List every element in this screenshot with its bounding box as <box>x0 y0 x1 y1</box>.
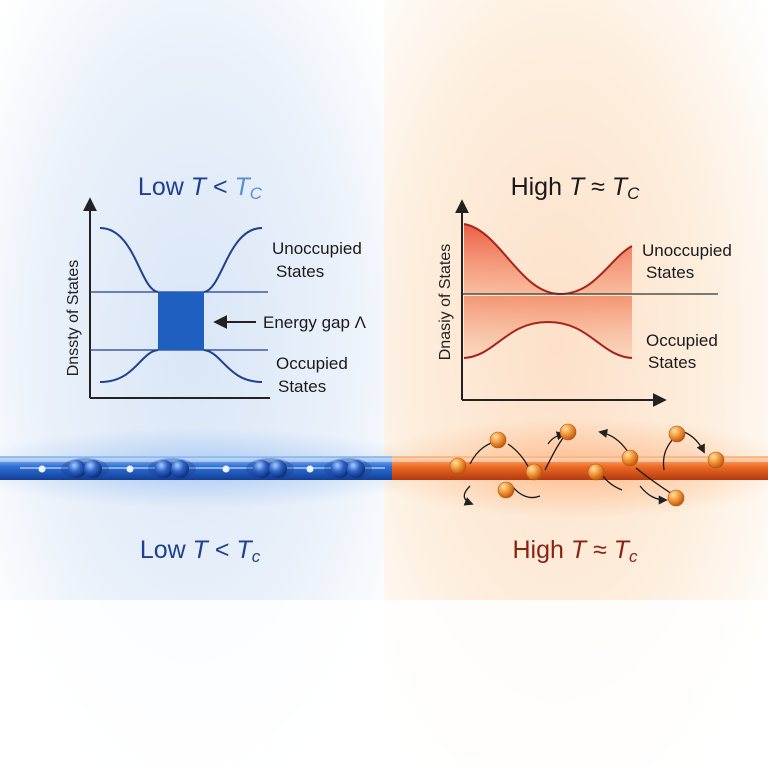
left-panel: Low T < TC Dnssty of States Unoccupied S… <box>65 173 367 399</box>
electron-icon <box>497 481 515 499</box>
left-occupied-label-2: States <box>278 377 326 396</box>
left-upper-density-curve <box>99 227 263 293</box>
electron-icon <box>489 431 507 449</box>
bottom-fade <box>0 600 768 768</box>
right-unoccupied-label-1: Unoccupied <box>642 241 732 260</box>
curved-arrow-icon <box>683 431 705 454</box>
cooper-pair-icon <box>61 458 109 480</box>
electron-icon <box>525 463 543 481</box>
curved-arrow-icon <box>662 439 673 471</box>
sparkle-dot <box>222 465 230 473</box>
left-unoccupied-label-2: States <box>276 262 324 281</box>
left-bottom-label: Low T < Tc <box>140 536 261 566</box>
electron-icon <box>559 423 577 441</box>
electron-icon <box>68 460 86 478</box>
electron-icon <box>587 463 605 481</box>
right-occupied-label-2: States <box>648 353 696 372</box>
right-unoccupied-label-2: States <box>646 263 694 282</box>
sparkle-dot <box>38 465 46 473</box>
left-occupied-label-1: Occupied <box>276 354 348 373</box>
electron-icon <box>668 425 686 443</box>
curved-arrow-icon <box>639 485 668 505</box>
electron-icon <box>253 460 271 478</box>
cooper-pairs <box>61 458 372 480</box>
conductor-wire <box>0 418 768 518</box>
electron-icon <box>84 460 102 478</box>
electron-icon <box>621 449 639 467</box>
left-unoccupied-label-1: Unoccupied <box>272 239 362 258</box>
electron-icon <box>667 489 685 507</box>
electron-icon <box>707 451 725 469</box>
electron-icon <box>269 460 287 478</box>
electron-icon <box>331 460 349 478</box>
left-lower-density-curve <box>99 349 263 383</box>
right-unoccupied-fill <box>464 224 632 294</box>
energy-gap-label: Energy gap Λ <box>263 313 367 332</box>
cooper-pair-icon <box>246 458 294 480</box>
right-panel: High T ≈ TC Dnasiy of States Unoccupied … <box>437 173 732 407</box>
right-title: High T ≈ TC <box>511 173 641 203</box>
cooper-pair-icon <box>324 458 372 480</box>
right-occupied-fill <box>464 296 632 358</box>
sparkle-dot <box>306 465 314 473</box>
scattered-electrons <box>449 423 725 507</box>
electron-icon <box>171 460 189 478</box>
electron-icon <box>449 457 467 475</box>
right-y-axis-label: Dnasiy of States <box>437 244 454 361</box>
curved-arrow-icon <box>598 428 629 453</box>
sparkle-dot <box>126 465 134 473</box>
left-y-axis-label: Dnssty of States <box>65 260 82 377</box>
right-occupied-label-1: Occupied <box>646 331 718 350</box>
cooper-pair-icon <box>148 458 196 480</box>
wire-highlight <box>0 458 768 462</box>
curved-arrow-icon <box>635 467 673 495</box>
electron-icon <box>347 460 365 478</box>
left-title: Low T < TC <box>138 173 263 203</box>
electron-icon <box>155 460 173 478</box>
wire-sparkles <box>38 465 314 473</box>
curved-arrow-icon <box>463 485 474 506</box>
right-lower-density-curve <box>463 320 633 359</box>
right-bottom-label: High T ≈ Tc <box>512 536 638 566</box>
energy-gap-box <box>158 292 204 350</box>
